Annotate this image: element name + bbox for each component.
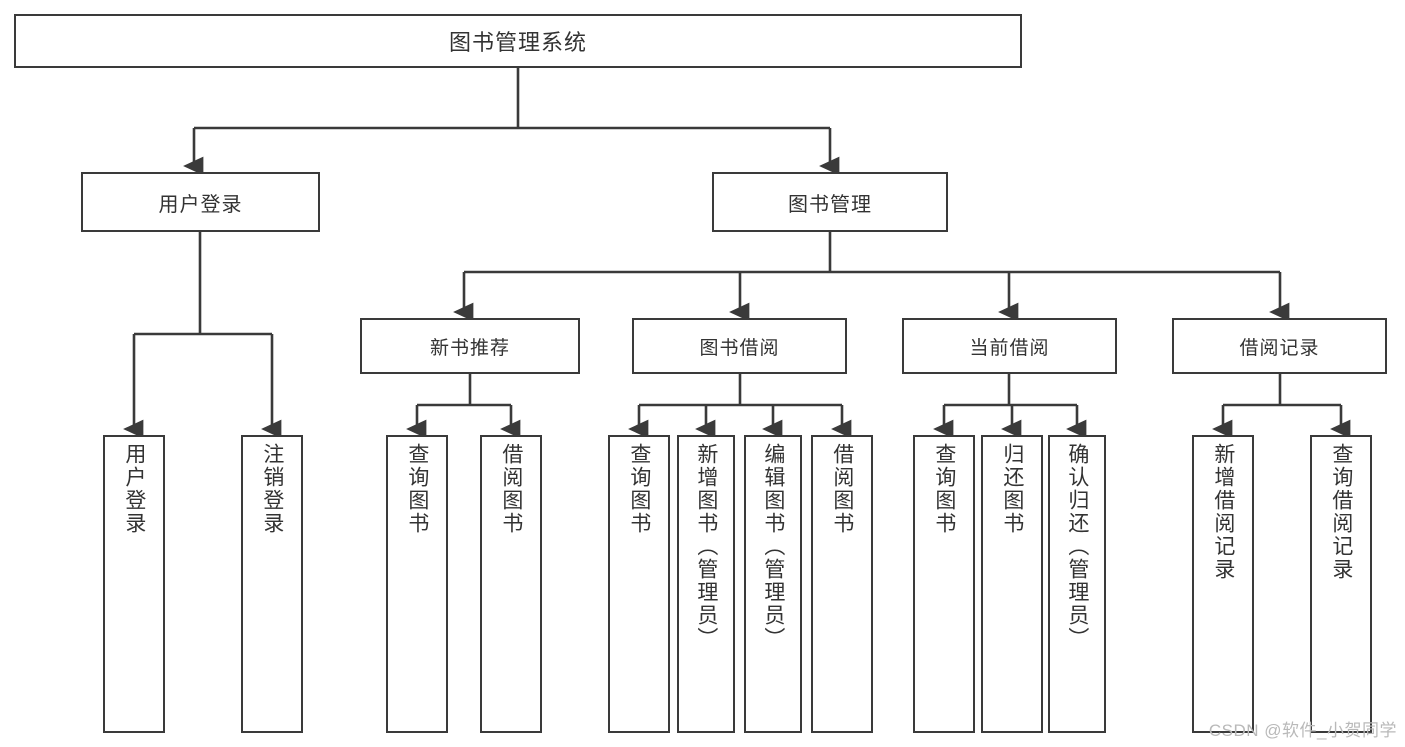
leaf-add-borrow-record-label: 新增借阅记录 xyxy=(1211,443,1235,581)
leaf-confirm-return-admin-label: 确认归还（管理员） xyxy=(1065,443,1089,650)
node-book-borrow-label: 图书借阅 xyxy=(699,337,780,359)
node-current-borrow[interactable]: 当前借阅 xyxy=(902,318,1117,374)
leaf-query-book-newbook[interactable]: 查询图书 xyxy=(386,435,448,733)
leaf-query-book-newbook-label: 查询图书 xyxy=(405,443,429,535)
leaf-query-book-borrow[interactable]: 查询图书 xyxy=(608,435,670,733)
leaf-add-book-admin[interactable]: 新增图书（管理员） xyxy=(677,435,735,733)
leaf-query-borrow-record[interactable]: 查询借阅记录 xyxy=(1310,435,1372,733)
leaf-edit-book-admin[interactable]: 编辑图书（管理员） xyxy=(744,435,802,733)
node-borrow-record[interactable]: 借阅记录 xyxy=(1172,318,1387,374)
node-user-login-label: 用户登录 xyxy=(158,193,243,216)
node-borrow-record-label: 借阅记录 xyxy=(1239,337,1320,359)
leaf-borrow-book-label: 借阅图书 xyxy=(830,443,854,535)
leaf-borrow-book-newbook[interactable]: 借阅图书 xyxy=(480,435,542,733)
node-user-login[interactable]: 用户登录 xyxy=(81,172,320,232)
node-new-book-recommend[interactable]: 新书推荐 xyxy=(360,318,580,374)
leaf-confirm-return-admin[interactable]: 确认归还（管理员） xyxy=(1048,435,1106,733)
leaf-add-book-admin-label: 新增图书（管理员） xyxy=(694,443,718,650)
node-book-management-label: 图书管理 xyxy=(788,193,872,216)
watermark: CSDN @软件_小贺同学 xyxy=(1208,721,1397,740)
leaf-edit-book-admin-label: 编辑图书（管理员） xyxy=(761,443,785,650)
node-book-management[interactable]: 图书管理 xyxy=(712,172,948,232)
leaf-user-logout[interactable]: 注销登录 xyxy=(241,435,303,733)
node-current-borrow-label: 当前借阅 xyxy=(969,337,1050,359)
leaf-add-borrow-record[interactable]: 新增借阅记录 xyxy=(1192,435,1254,733)
leaf-user-login[interactable]: 用户登录 xyxy=(103,435,165,733)
leaf-user-login-label: 用户登录 xyxy=(122,443,146,535)
leaf-query-borrow-record-label: 查询借阅记录 xyxy=(1329,443,1353,581)
leaf-return-book[interactable]: 归还图书 xyxy=(981,435,1043,733)
node-root[interactable]: 图书管理系统 xyxy=(14,14,1022,68)
node-new-book-recommend-label: 新书推荐 xyxy=(429,337,510,359)
leaf-query-book-borrow-label: 查询图书 xyxy=(627,443,651,535)
leaf-return-book-label: 归还图书 xyxy=(1000,443,1024,535)
leaf-query-book-current-label: 查询图书 xyxy=(932,443,956,535)
node-book-borrow[interactable]: 图书借阅 xyxy=(632,318,847,374)
node-root-label: 图书管理系统 xyxy=(448,30,587,55)
leaf-borrow-book-newbook-label: 借阅图书 xyxy=(499,443,523,535)
leaf-borrow-book[interactable]: 借阅图书 xyxy=(811,435,873,733)
leaf-user-logout-label: 注销登录 xyxy=(260,443,284,535)
leaf-query-book-current[interactable]: 查询图书 xyxy=(913,435,975,733)
